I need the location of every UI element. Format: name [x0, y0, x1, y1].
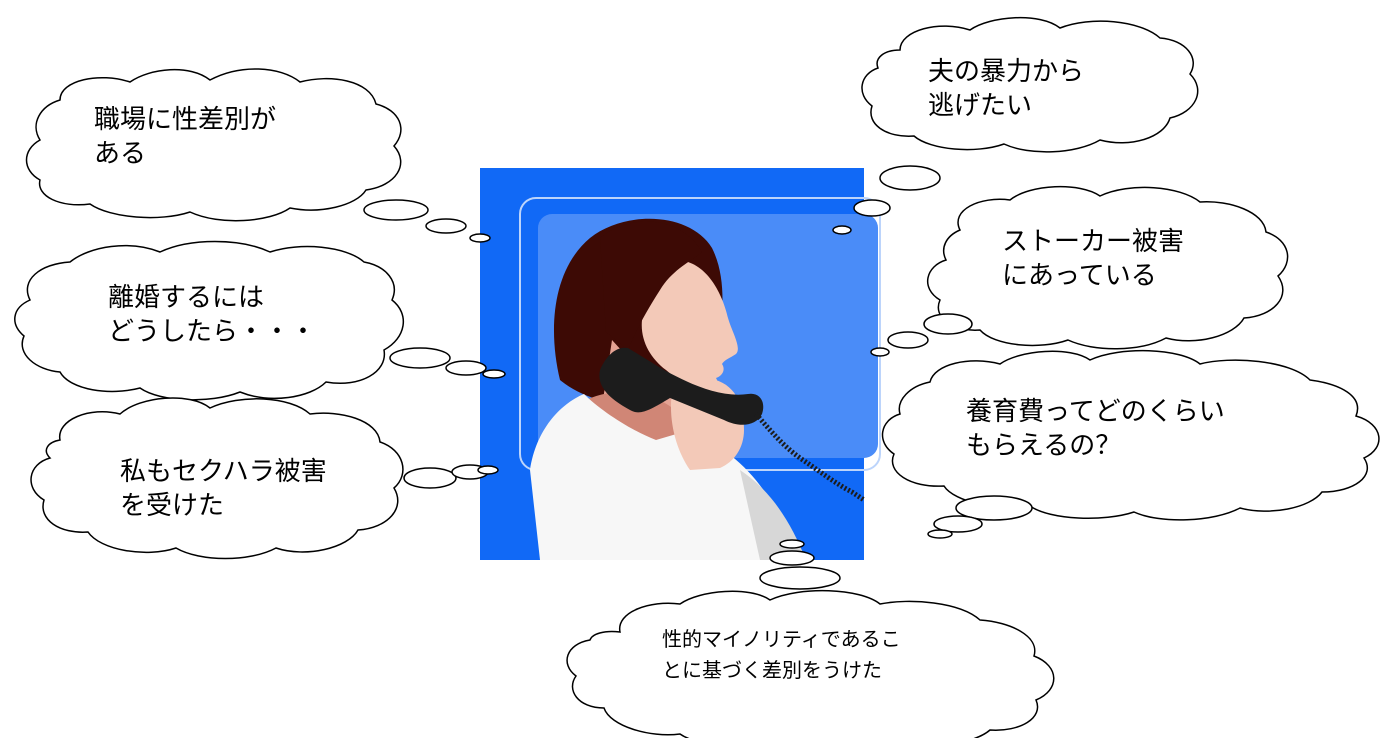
bubble-text-divorce: 離婚するには どうしたら・・・ [108, 282, 316, 350]
woman-on-phone-icon [480, 168, 881, 560]
bubble-line: ある [94, 138, 147, 169]
bubble-text-harassment: 私もセクハラ被害 を受けた [120, 456, 327, 524]
hair-front [600, 221, 702, 350]
bubble-line: もらえるの？ [966, 430, 1122, 461]
bubble-line: ストーカー被害 [1002, 227, 1185, 257]
thought-cloud-divorce [14, 240, 506, 401]
bubble-line: 夫の暴力から [928, 57, 1085, 87]
bubble-text-violence: 夫の暴力から 逃げたい [928, 56, 1084, 124]
bubble-line: 職場に性差別が [94, 105, 277, 135]
bubble-line: どうしたら・・・ [108, 316, 317, 347]
thought-cloud-support [881, 349, 1380, 539]
thought-cloud-workplace [25, 68, 491, 243]
face [641, 262, 738, 391]
bubble-text-workplace: 職場に性差別が ある [94, 104, 276, 172]
thought-cloud-harassment [30, 397, 499, 560]
bubble-line: 性的マイノリティであるこ [662, 627, 901, 651]
thought-cloud-violence [832, 16, 1199, 235]
thought-cloud-minority [566, 539, 1055, 738]
bubble-text-support: 養育費ってどのくらい もらえるの？ [966, 396, 1225, 464]
bubble-line: 私もセクハラ被害 [120, 457, 327, 487]
phone [599, 347, 764, 425]
bubble-text-minority: 性的マイノリティであるこ とに基づく差別をうけた [662, 624, 901, 686]
bubble-line: 逃げたい [928, 90, 1033, 121]
bubble-line: にあっている [1002, 260, 1157, 291]
bubble-text-stalker: ストーカー被害 にあっている [1002, 226, 1184, 294]
blouse-shadow [740, 470, 806, 560]
bubble-line: 養育費ってどのくらい [966, 397, 1225, 427]
bubble-line: 離婚するには [108, 283, 265, 313]
bubble-line: を受けた [120, 490, 225, 521]
phone-cord [754, 412, 866, 503]
thought-cloud-stalker [870, 185, 1289, 357]
bubble-line: とに基づく差別をうけた [662, 658, 882, 682]
blouse [530, 394, 796, 560]
